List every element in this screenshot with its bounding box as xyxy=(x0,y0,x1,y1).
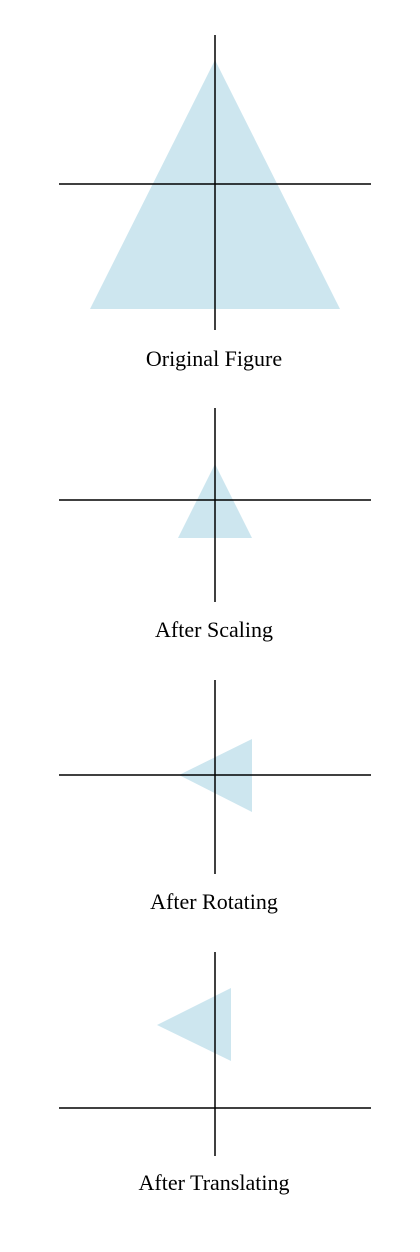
panel-original: Original Figure xyxy=(59,35,371,371)
panel-translating: After Translating xyxy=(59,952,371,1195)
caption-translating: After Translating xyxy=(139,1170,290,1195)
caption-scaling: After Scaling xyxy=(155,617,273,642)
caption-rotating: After Rotating xyxy=(150,889,278,914)
caption-original: Original Figure xyxy=(146,346,282,371)
panel-rotating: After Rotating xyxy=(59,680,371,914)
translated-triangle xyxy=(157,988,231,1061)
panel-scaling: After Scaling xyxy=(59,408,371,642)
